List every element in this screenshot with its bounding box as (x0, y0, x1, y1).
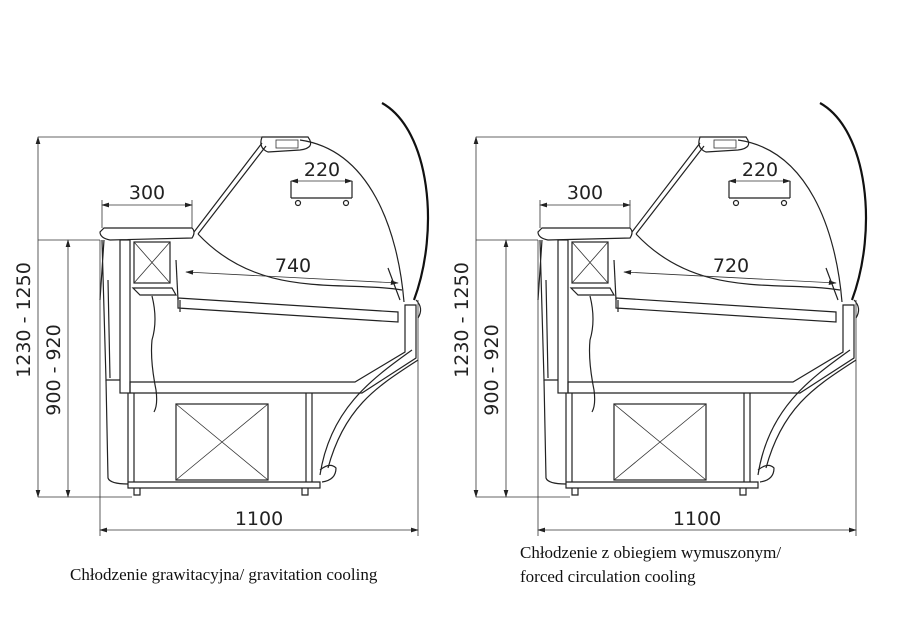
width-label: 1100 (673, 508, 721, 530)
display-depth-label: 720 (713, 255, 749, 277)
height-counter-label: 900 - 920 (43, 324, 65, 415)
shelf-depth-label: 300 (567, 182, 603, 204)
cart-width-label: 220 (742, 159, 778, 181)
drawing-gravitation-cooling: 1230 - 1250 900 - 920 1100 300 220 740 (13, 103, 428, 536)
caption-gravitation-cooling: Chłodzenie grawitacyjna/ gravitation coo… (70, 565, 378, 584)
caption-forced-cooling-line2: forced circulation cooling (520, 567, 696, 586)
display-case-section (38, 103, 428, 536)
height-counter-label: 900 - 920 (481, 324, 503, 415)
drawing-forced-circulation-cooling: 1230 - 1250 900 - 920 1100 300 220 720 (451, 103, 866, 536)
shelf-depth-label: 300 (129, 182, 165, 204)
caption-forced-cooling-line1: Chłodzenie z obiegiem wymuszonym/ (520, 543, 782, 562)
height-total-label: 1230 - 1250 (13, 262, 35, 378)
width-label: 1100 (235, 508, 283, 530)
cart-width-label: 220 (304, 159, 340, 181)
display-depth-label: 740 (275, 255, 311, 277)
display-case-section (476, 103, 866, 536)
height-total-label: 1230 - 1250 (451, 262, 473, 378)
